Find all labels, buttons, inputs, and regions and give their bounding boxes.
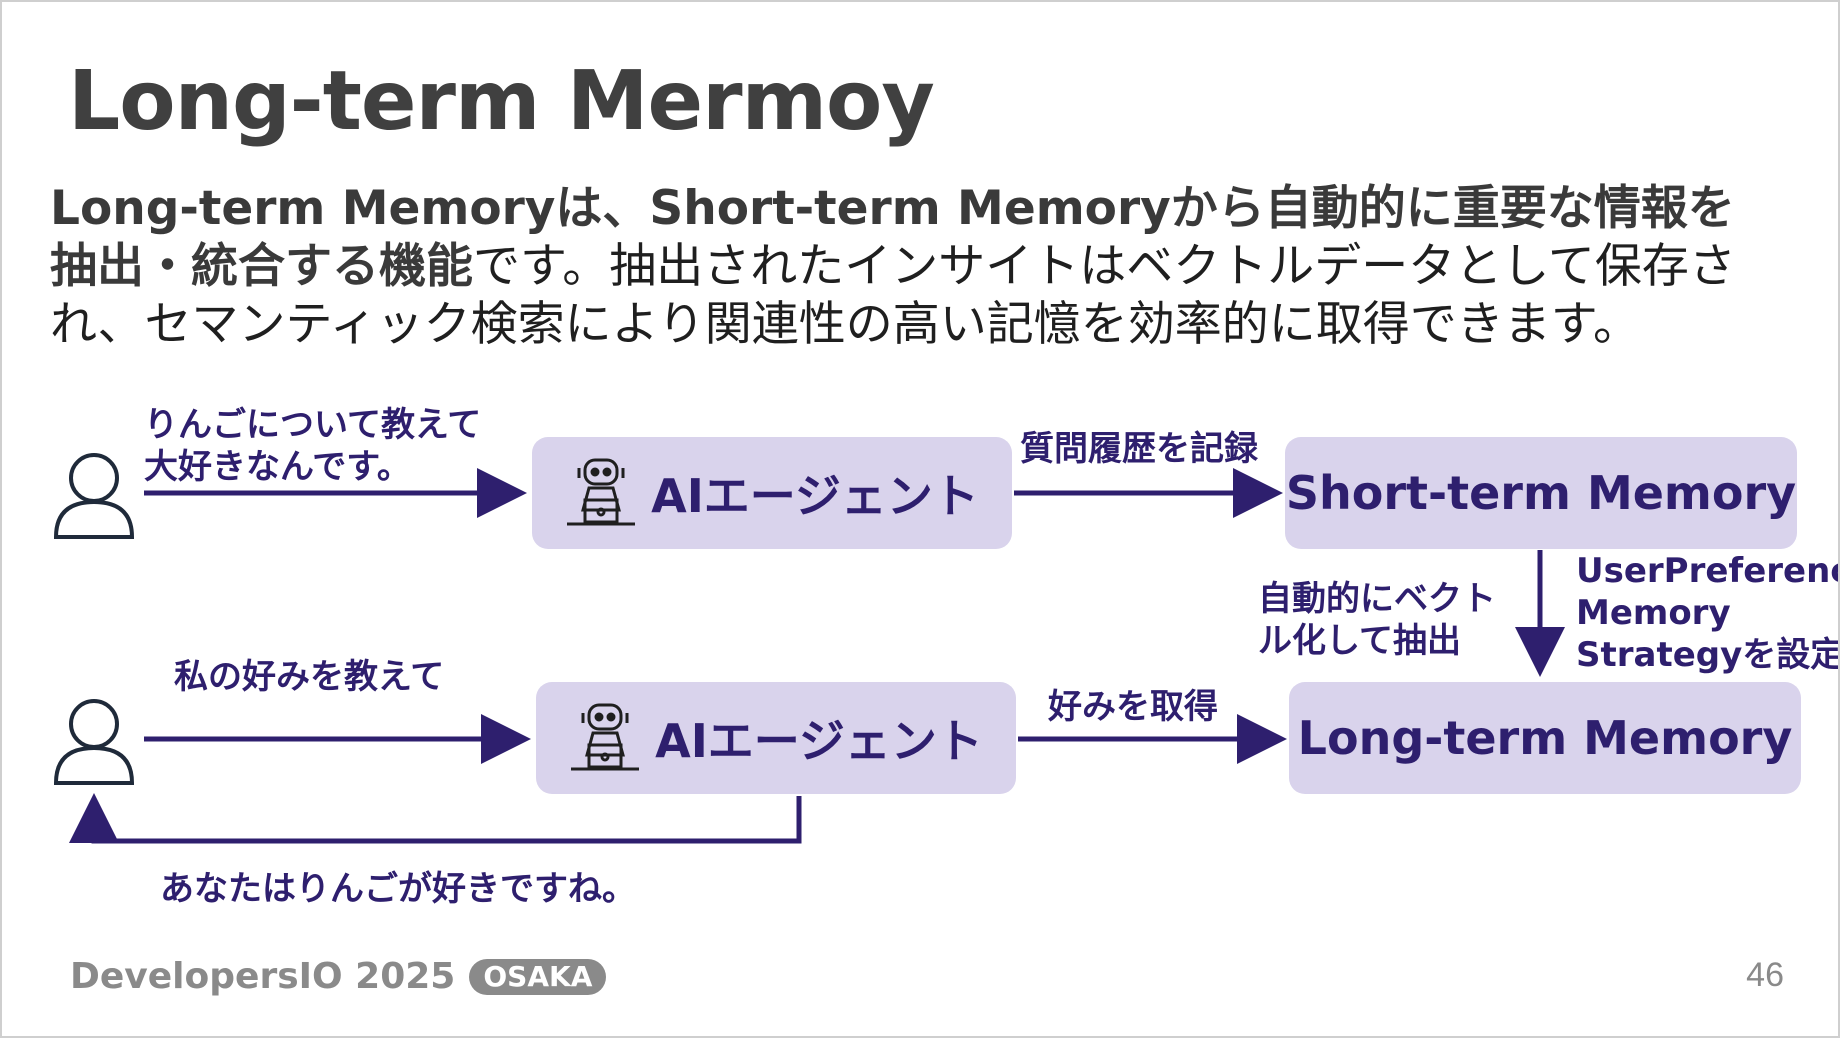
agent-label-2: AIエージェント (655, 714, 983, 768)
agent-box-1: AIエージェント (532, 437, 1012, 549)
short-term-memory-box: Short-term Memory (1285, 437, 1797, 549)
description-bold: Long-term Memoryは、Short-term Memoryから自動的… (50, 181, 1735, 294)
arrow-agent2-reply-to-user2 (69, 793, 802, 844)
short-term-memory-label: Short-term Memory (1285, 466, 1797, 520)
record-label: 質問履歴を記録 (1020, 429, 1258, 469)
description-regular: です。抽出されたインサイトはベクトルデータとして保存され、セマンティック検索によ… (50, 239, 1736, 352)
agent-box-2: AIエージェント (536, 682, 1016, 794)
robot-agent-icon (571, 703, 640, 771)
footer-brand: DevelopersIO 2025 OSAKA (70, 956, 607, 997)
user-message-1-text: りんごについて教えて 大好きなんです。 (144, 405, 482, 487)
agent-label-1: AIエージェント (651, 469, 979, 523)
extract-label: 自動的にベクト ル化して抽出 (1258, 578, 1496, 662)
strategy-label-text: UserPreference Memory Strategyを設定 (1576, 551, 1840, 675)
user-icon (53, 699, 135, 785)
long-term-memory-box: Long-term Memory (1289, 682, 1801, 794)
user-message-1: りんごについて教えて 大好きなんです。 (144, 404, 481, 488)
robot-agent-icon (567, 458, 636, 526)
brand-text: DevelopersIO 2025 (70, 956, 456, 997)
extract-label-text: 自動的にベクト ル化して抽出 (1258, 579, 1496, 661)
page-number: 46 (1746, 956, 1784, 994)
osaka-badge: OSAKA (469, 958, 607, 995)
description: Long-term Memoryは、Short-term Memoryから自動的… (50, 180, 1770, 354)
fetch-label: 好みを取得 (1048, 687, 1218, 727)
reply-message: あなたはりんごが好きですね。 (160, 869, 636, 909)
strategy-label: UserPreference Memory Strategyを設定 (1576, 550, 1840, 676)
user-icon (53, 453, 135, 539)
user-message-2: 私の好みを教えて (174, 657, 445, 697)
long-term-memory-label: Long-term Memory (1297, 711, 1793, 765)
page-title: Long-term Mermoy (68, 54, 935, 149)
